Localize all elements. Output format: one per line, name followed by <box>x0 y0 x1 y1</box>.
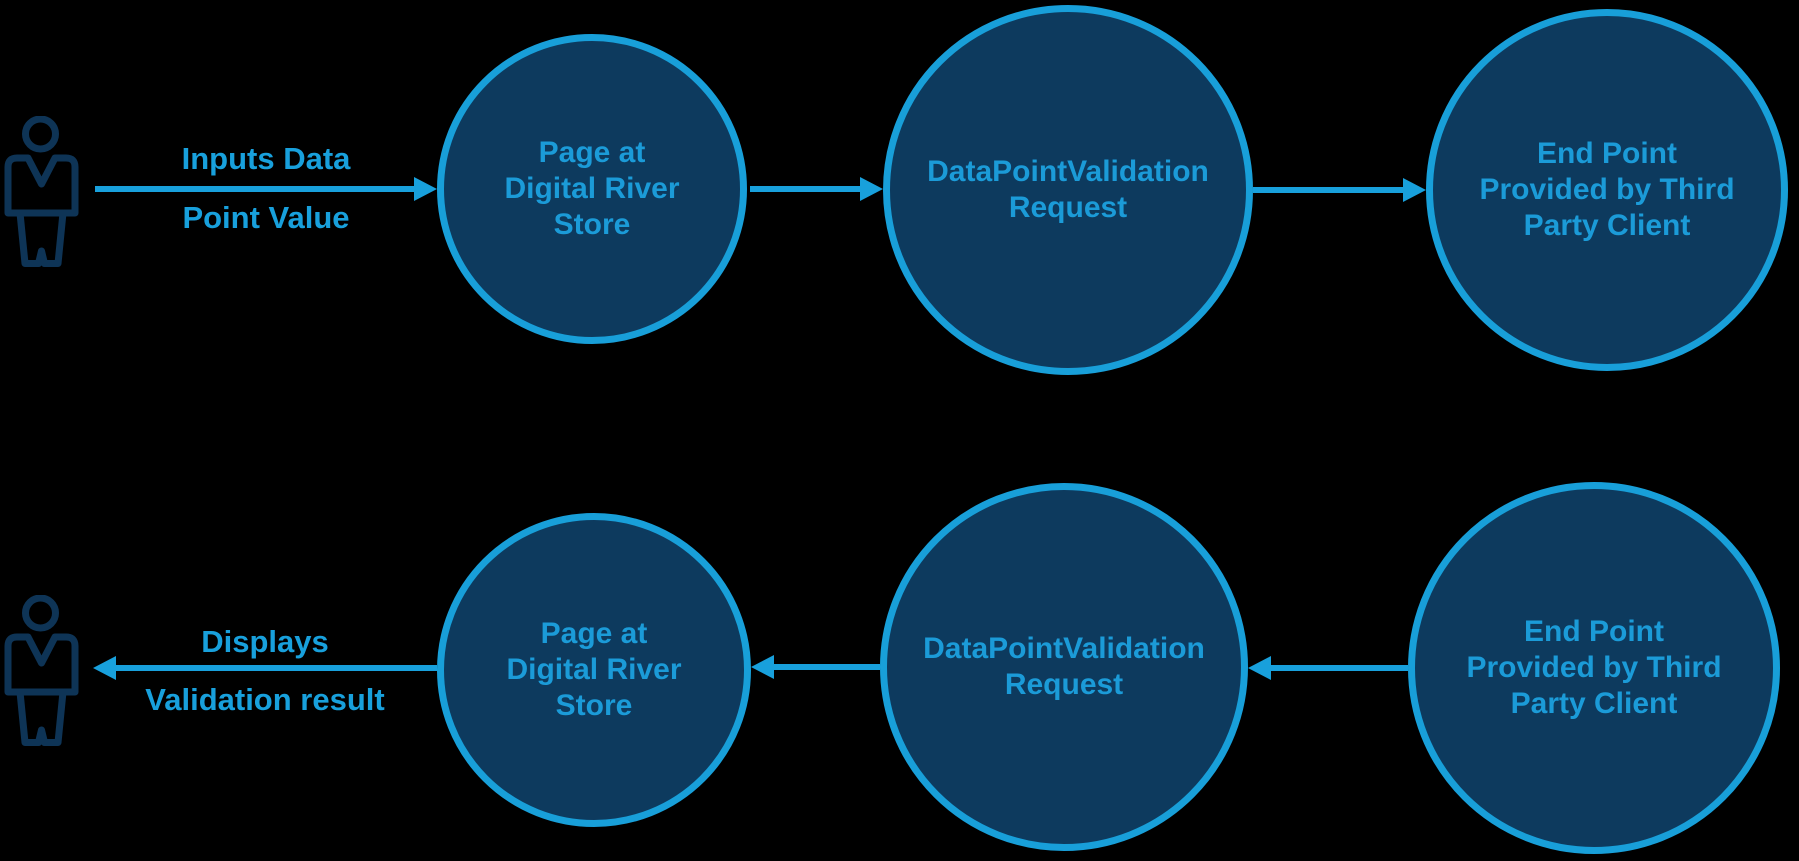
person-legs <box>16 209 67 267</box>
arrow-user-to-store <box>95 177 437 201</box>
arrow-endpoint-to-validation <box>1248 656 1408 680</box>
arrow-shaft <box>116 665 437 671</box>
node-validation-request-bottom: DataPointValidation Request <box>880 483 1248 851</box>
node-validation-request-top: DataPointValidation Request <box>883 5 1253 375</box>
person-torso <box>4 154 79 217</box>
arrow-head-right-icon <box>860 177 883 201</box>
arrow-head-left-icon <box>1248 656 1271 680</box>
input-arrow-label-line2: Point Value <box>182 200 350 235</box>
user-icon <box>4 116 79 267</box>
node-label: End Point Provided by Third Party Client <box>1479 137 1735 242</box>
node-label: DataPointValidation Request <box>927 155 1209 224</box>
arrow-shaft <box>774 664 880 670</box>
arrow-head-left-icon <box>751 655 774 679</box>
person-torso <box>4 633 79 696</box>
output-arrow-label-line2: Validation result <box>145 682 385 717</box>
arrow-validation-to-store <box>751 655 880 679</box>
user-icon <box>4 595 79 746</box>
arrow-shaft <box>1253 187 1403 193</box>
person-head <box>22 116 59 153</box>
person-legs <box>16 688 67 746</box>
arrow-shaft <box>750 186 860 192</box>
arrow-shaft <box>95 186 414 192</box>
arrow-validation-to-endpoint <box>1253 178 1426 202</box>
arrow-store-to-validation <box>750 177 883 201</box>
node-label: End Point Provided by Third Party Client <box>1466 615 1722 720</box>
input-arrow-label-line1: Inputs Data <box>181 141 351 176</box>
person-head <box>22 595 59 632</box>
arrow-shaft <box>1271 665 1408 671</box>
arrow-head-left-icon <box>93 656 116 680</box>
node-label: DataPointValidation Request <box>923 632 1205 701</box>
node-endpoint-bottom: End Point Provided by Third Party Client <box>1408 482 1780 854</box>
arrow-head-right-icon <box>1403 178 1426 202</box>
node-page-store-top: Page at Digital River Store <box>437 34 747 344</box>
arrow-store-to-user <box>93 656 437 680</box>
node-endpoint-top: End Point Provided by Third Party Client <box>1426 9 1788 371</box>
node-label: Page at Digital River Store <box>504 136 680 241</box>
node-page-store-bottom: Page at Digital River Store <box>437 513 751 827</box>
node-label: Page at Digital River Store <box>506 617 682 722</box>
output-arrow-label-line1: Displays <box>201 624 329 659</box>
arrow-head-right-icon <box>414 177 437 201</box>
